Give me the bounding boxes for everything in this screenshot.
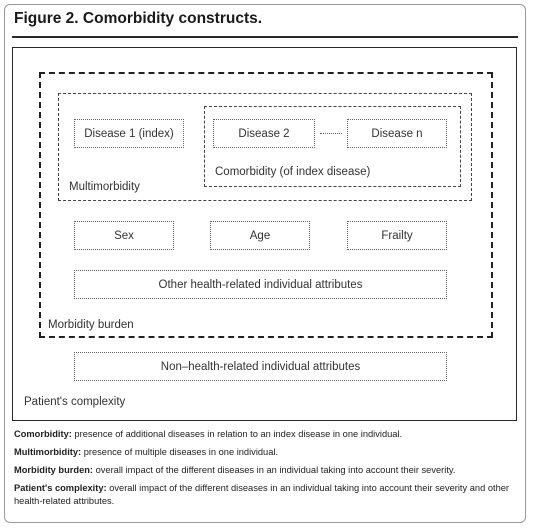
figure-title: Figure 2. Comorbidity constructs. (14, 10, 263, 27)
definition-patients-complexity: Patient's complexity: overall impact of … (14, 483, 510, 506)
non-health-attributes-box: Non–health-related individual attributes (74, 352, 447, 381)
disease-n-box: Disease n (347, 119, 447, 148)
multimorbidity-label: Multimorbidity (69, 181, 140, 193)
multimorbidity-box (58, 93, 472, 201)
patients-complexity-box (12, 47, 517, 421)
definitions-list: Comorbidity: presence of additional dise… (14, 428, 520, 513)
disease-connector (320, 133, 342, 134)
other-health-attributes-box: Other health-related individual attribut… (74, 270, 447, 299)
title-rule (12, 36, 518, 38)
morbidity-burden-box (39, 72, 493, 338)
comorbidity-label: Comorbidity (of index disease) (215, 166, 371, 178)
age-box: Age (210, 221, 310, 250)
definition-multimorbidity: Multimorbidity: presence of multiple dis… (14, 447, 279, 457)
morbidity-burden-label: Morbidity burden (48, 319, 134, 331)
comorbidity-box (204, 106, 461, 187)
disease-index-box: Disease 1 (index) (74, 119, 184, 148)
definition-morbidity-burden: Morbidity burden: overall impact of the … (14, 465, 456, 475)
patients-complexity-label: Patient's complexity (24, 396, 126, 408)
frailty-box: Frailty (347, 221, 447, 250)
figure-frame (4, 4, 526, 523)
sex-box: Sex (74, 221, 174, 250)
definition-comorbidity: Comorbidity: presence of additional dise… (14, 429, 403, 439)
disease-2-box: Disease 2 (213, 119, 315, 148)
